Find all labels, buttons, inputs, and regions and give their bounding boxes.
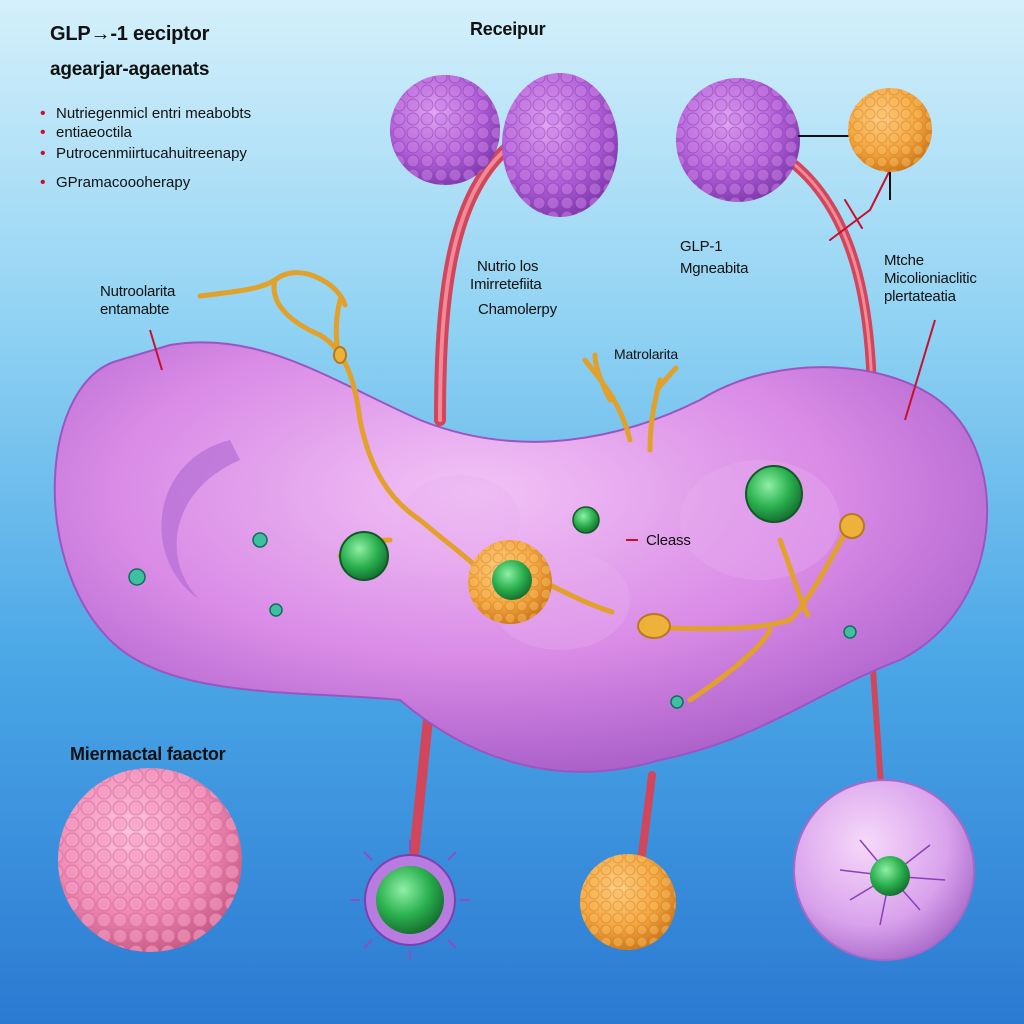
label-imirretelita: Imirretefiita [470,276,542,293]
mermactal-factor-cluster [58,768,242,952]
bullet-item: GPramacoooherapy [38,173,251,192]
receptor-vesicle-3 [676,78,800,202]
label-miermactal-factor: Miermactal faactor [70,744,226,764]
neuron-processes [197,270,851,703]
gold-cell [468,540,552,624]
neuron-bulbs [333,346,865,639]
label-mtche: Mtche [884,252,924,269]
lilac-cell-bottom [793,779,975,961]
label-pointers [149,319,936,541]
diagram-title: GLP→-1 eeciptor [50,23,210,45]
orange-vesicle-top [848,88,932,172]
green-nuclei [339,465,803,581]
bullet-item: Nutriegenmicl еntri meabobts [38,104,251,123]
cell-lobes [400,460,840,650]
label-cleass: Cleass [646,532,691,549]
receptor-vesicle-2 [502,73,618,217]
label-plertateatia: plertateatia [884,288,956,305]
label-glp1: GLP-1 [680,238,723,255]
label-matrolarita: Matrolarita [614,346,678,362]
label-entamabte: entamabte [100,301,170,318]
label-chamolerpy: Chamolerpy [478,301,557,318]
label-nutroolarita: Nutroolarita [100,283,176,300]
diagram-subtitle: agearjar-agaenats [50,59,210,80]
blood-vessels [407,144,891,880]
orange-cell-bottom [580,854,676,950]
cell-fold [161,440,240,600]
receptor-vesicle-1 [390,75,500,185]
small-granules [128,532,857,709]
bullet-item: entiaeoctila [38,123,251,142]
label-receptor: Receipur [470,19,546,39]
green-spiky-cell [350,840,470,960]
label-nutrio-los: Nutrio los [477,258,539,275]
label-mgneabita: Mgneabita [680,260,749,277]
label-micolioniaclitic: Micolioniaclitic [884,270,977,287]
bullet-item: Putrocenmiirtucahuitreenapy [38,144,251,163]
bullet-list: Nutriegenmicl еntri meabobts entiaeoctil… [38,104,251,192]
